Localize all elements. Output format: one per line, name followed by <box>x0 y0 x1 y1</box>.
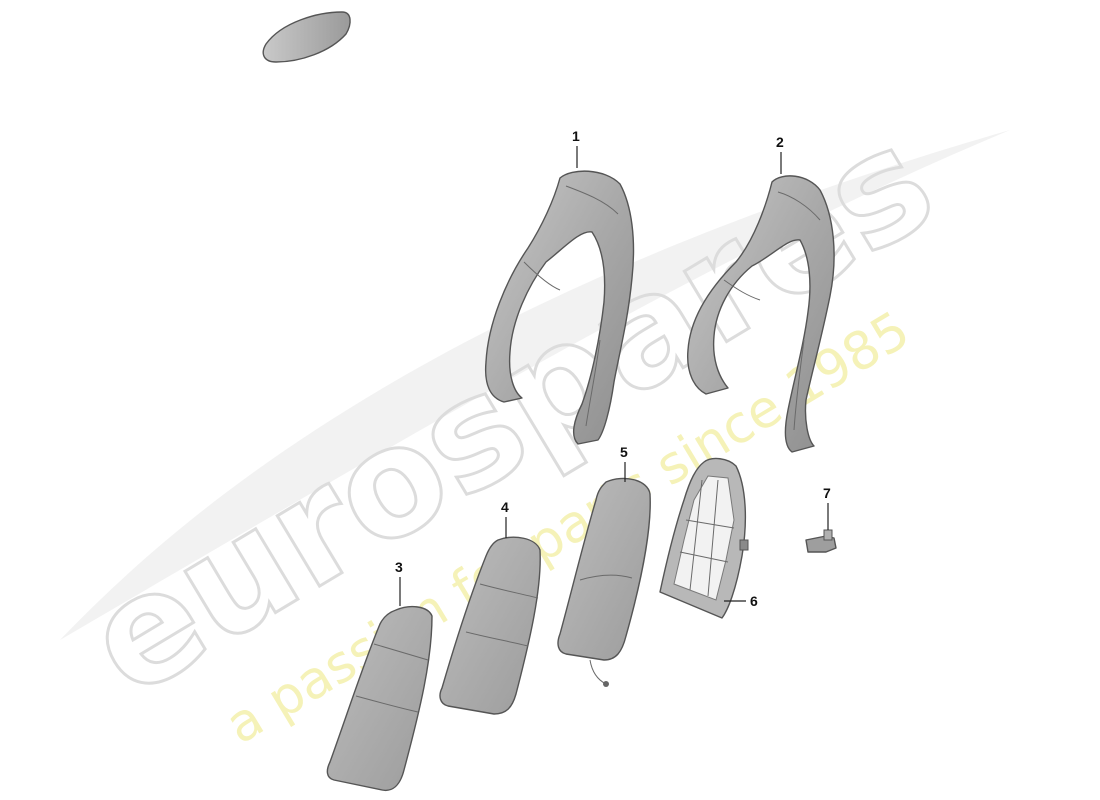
callout-label-5: 5 <box>620 444 628 460</box>
callout-3: 3 <box>395 559 403 606</box>
callout-label-6: 6 <box>750 593 758 609</box>
callout-4: 4 <box>501 499 509 538</box>
callout-label-7: 7 <box>823 485 831 501</box>
callout-label-2: 2 <box>776 134 784 150</box>
callout-label-3: 3 <box>395 559 403 575</box>
callout-7: 7 <box>823 485 831 530</box>
callout-label-4: 4 <box>501 499 509 515</box>
part-6-backrest-frame <box>659 457 749 619</box>
top-cap-part <box>262 11 351 63</box>
callout-label-1: 1 <box>572 128 580 144</box>
callout-5: 5 <box>620 444 628 482</box>
callout-6: 6 <box>724 593 758 609</box>
watermark: eurospares a passion for parts since 198… <box>57 92 1010 756</box>
part-4-backrest-pad <box>439 536 541 715</box>
part-5-backrest-heater-pad <box>557 477 651 687</box>
callout-1: 1 <box>572 128 580 168</box>
part-2-side-bolster <box>687 175 835 453</box>
part-1-side-bolster <box>484 170 635 445</box>
callout-2: 2 <box>776 134 784 174</box>
part-3-backrest-pad <box>326 605 433 792</box>
part-7-clip <box>805 529 837 553</box>
